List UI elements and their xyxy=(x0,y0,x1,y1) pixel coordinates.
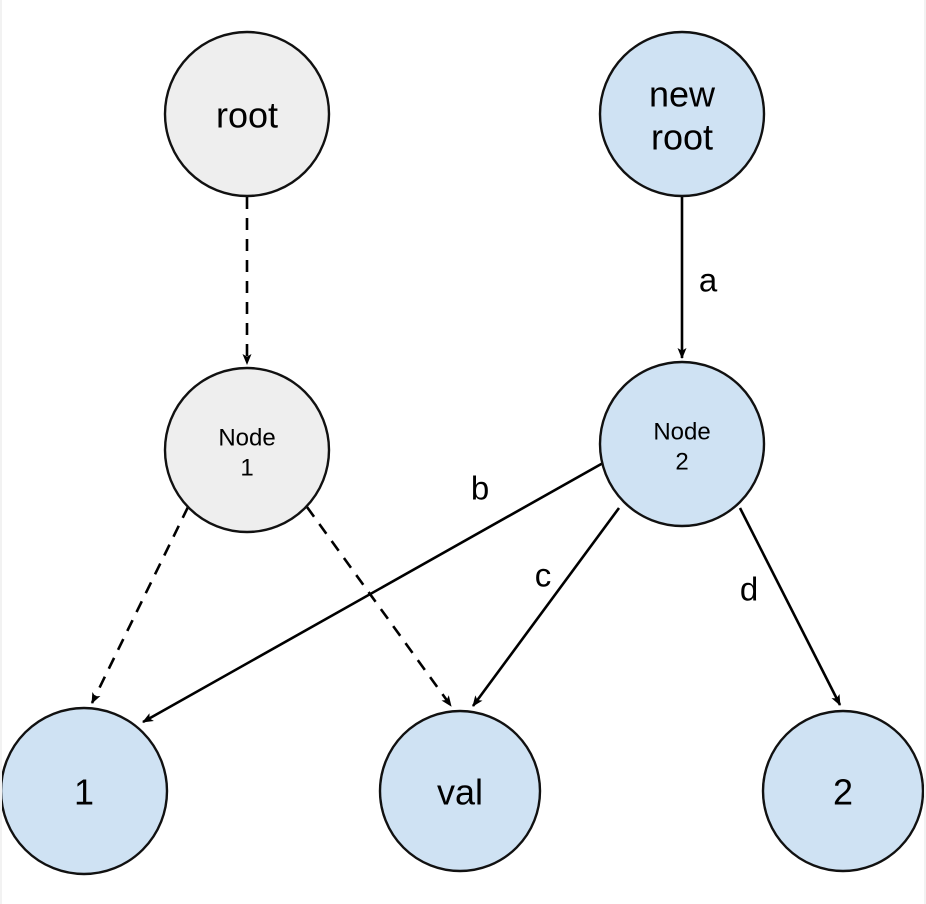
node-leaf-val[interactable]: val xyxy=(378,709,542,873)
edge-newroot-node2[interactable]: a xyxy=(677,197,718,359)
node-root-label: root xyxy=(216,95,278,136)
node-leaf-val-label: val xyxy=(437,772,483,813)
node-leaf-2-label: 2 xyxy=(833,772,853,813)
node-node-2-label-line1: Node xyxy=(653,418,710,445)
node-new-root-label-line2: root xyxy=(651,117,713,158)
node-node-1-label-line2: 1 xyxy=(240,454,253,481)
edge-node2-leaf1[interactable]: b xyxy=(142,461,604,724)
node-node-1-label-line1: Node xyxy=(218,424,275,451)
node-node-1-circle xyxy=(163,366,331,534)
node-leaf-1[interactable]: 1 xyxy=(2,706,169,876)
edge-label-c: c xyxy=(535,557,552,594)
edge-node2-leafval[interactable]: c xyxy=(471,507,621,707)
node-leaf-2[interactable]: 2 xyxy=(761,709,924,873)
edge-node1-leaf1[interactable] xyxy=(90,506,190,704)
node-new-root[interactable]: new root xyxy=(598,30,766,198)
edge-label-a: a xyxy=(699,262,718,299)
node-node-2[interactable]: Node 2 xyxy=(598,360,766,528)
edge-node2-leaf2[interactable]: d xyxy=(738,507,842,706)
node-leaf-1-circle xyxy=(2,706,169,876)
edge-node2-leaf2-line xyxy=(738,507,842,706)
node-root-circle xyxy=(163,30,331,198)
node-layer: root new root Node 1 Node 2 1 xyxy=(2,30,924,876)
edge-label-d: d xyxy=(740,571,758,608)
node-node-2-label-line2: 2 xyxy=(675,448,688,475)
node-leaf-1-label: 1 xyxy=(74,772,94,813)
node-leaf-val-circle xyxy=(378,709,542,873)
edge-node2-leafval-line xyxy=(471,507,621,707)
edge-node1-leafval[interactable] xyxy=(305,506,453,707)
edge-node1-leafval-line xyxy=(305,506,453,707)
node-new-root-label-line1: new xyxy=(649,74,716,115)
edge-node2-leaf1-line xyxy=(142,461,604,724)
node-node-1[interactable]: Node 1 xyxy=(163,366,331,534)
node-node-2-circle xyxy=(598,360,766,528)
node-root[interactable]: root xyxy=(163,30,331,198)
edge-label-b: b xyxy=(471,470,489,507)
edge-layer: a b c d xyxy=(90,197,842,724)
node-leaf-2-circle xyxy=(761,709,924,873)
node-new-root-circle xyxy=(598,30,766,198)
edge-node1-leaf1-line xyxy=(90,506,190,704)
